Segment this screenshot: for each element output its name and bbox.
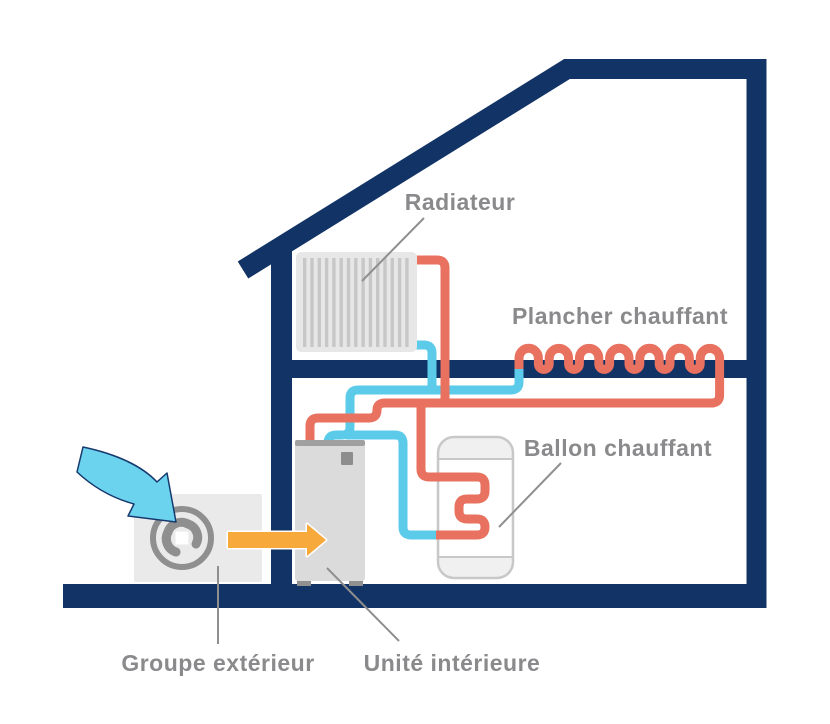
air-intake-arrow-icon (76, 446, 177, 523)
cold-pipes (323, 340, 524, 540)
water-tank-label: Ballon chauffant (524, 435, 712, 461)
second-floor-band (271, 360, 747, 378)
water-tank-pointer-line (498, 462, 562, 528)
roof-and-right-wall (237, 59, 767, 584)
left-wall (271, 245, 292, 584)
radiator-label: Radiateur (405, 189, 516, 215)
hot-pipes (305, 255, 725, 540)
indoor-unit-pointer-line (326, 567, 400, 642)
floor-heating-label: Plancher chauffant (512, 303, 728, 329)
ground-band (63, 584, 767, 608)
radiator (296, 252, 417, 352)
indoor-unit-label: Unité intérieure (364, 650, 541, 676)
hot-pipe-main (305, 398, 714, 452)
radiator-fins (303, 258, 409, 347)
indoor-unit-foot (297, 578, 311, 586)
cold-pipe-radiator (412, 340, 437, 392)
indoor-unit-top-strip (295, 440, 365, 446)
indoor-unit (295, 440, 365, 586)
indoor-unit-foot (349, 578, 363, 586)
cold-pipe-main (323, 366, 524, 452)
heat-transfer-arrow-icon (226, 522, 328, 558)
indoor-unit-vent (341, 452, 353, 465)
floor-heating-coil (514, 343, 725, 408)
outdoor-unit-label: Groupe extérieur (121, 650, 314, 676)
hot-pipe-tank-coil (416, 401, 490, 540)
hot-pipe-radiator (412, 255, 450, 405)
water-tank (436, 435, 515, 580)
cold-pipe-tank-branch (346, 430, 440, 540)
fan-icon (150, 506, 214, 570)
radiator-pointer-line (361, 217, 425, 282)
